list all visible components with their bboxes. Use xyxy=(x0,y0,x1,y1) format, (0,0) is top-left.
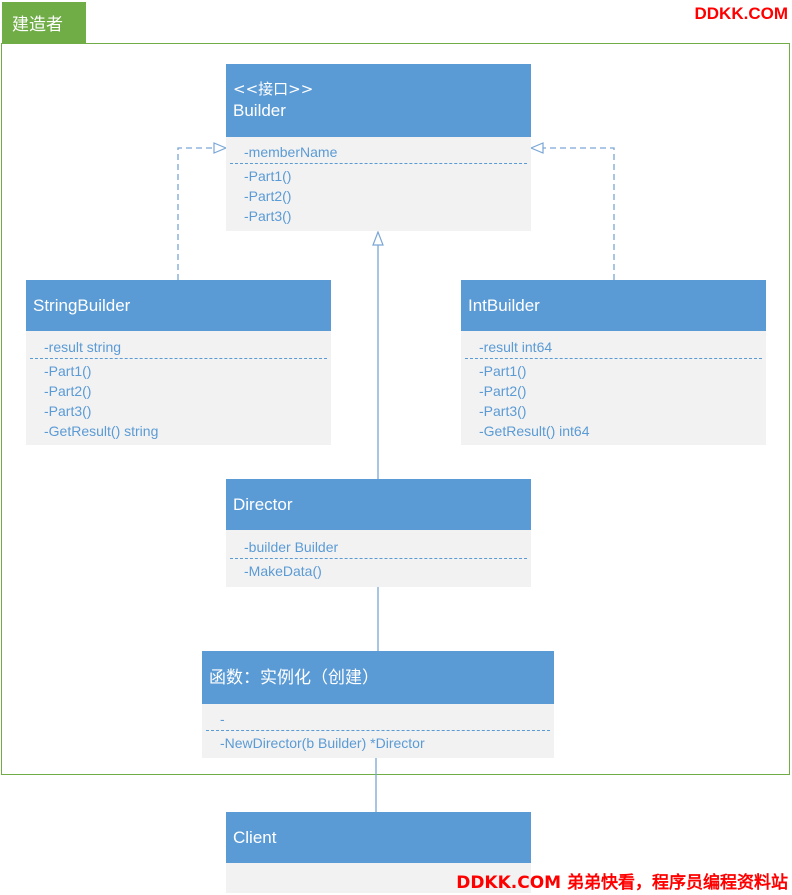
class-factory-name: 函数：实例化（创建） xyxy=(209,667,379,688)
realization-intbuilder-arrowhead xyxy=(529,142,544,154)
class-factory-separator xyxy=(206,730,550,731)
class-stringbuilder-header: StringBuilder xyxy=(26,280,331,331)
class-builder: <<接口>> Builder -memberName -Part1() -Par… xyxy=(226,64,531,231)
realization-stringbuilder-arrowhead xyxy=(213,142,228,154)
class-client: Client xyxy=(226,812,531,893)
director-builder-arrowhead xyxy=(372,230,384,246)
class-director-name: Director xyxy=(233,494,293,514)
class-factory-field: - xyxy=(220,711,225,727)
class-director-body: -builder Builder -MakeData() xyxy=(226,530,531,587)
class-intbuilder-method: -Part3() xyxy=(479,403,527,419)
class-stringbuilder-body: -result string -Part1() -Part2() -Part3(… xyxy=(26,331,331,445)
class-builder-method: -Part3() xyxy=(244,208,292,224)
class-stringbuilder-field: -result string xyxy=(44,339,122,355)
class-intbuilder-body: -result int64 -Part1() -Part2() -Part3()… xyxy=(461,331,766,445)
realization-stringbuilder-line xyxy=(177,147,218,280)
class-factory: 函数：实例化（创建） - -NewDirector(b Builder) *Di… xyxy=(202,651,554,758)
diagram-title: 建造者 xyxy=(12,15,63,35)
diagram-title-tab: 建造者 xyxy=(2,2,86,43)
class-builder-header: <<接口>> Builder xyxy=(226,64,531,137)
class-intbuilder-separator xyxy=(465,358,762,359)
class-client-header: Client xyxy=(226,812,531,863)
class-stringbuilder: StringBuilder -result string -Part1() -P… xyxy=(26,280,331,445)
class-intbuilder-method: -GetResult() int64 xyxy=(479,423,590,439)
class-client-name: Client xyxy=(233,827,277,847)
class-client-body xyxy=(226,863,531,893)
class-stringbuilder-name: StringBuilder xyxy=(33,295,131,315)
class-director-header: Director xyxy=(226,479,531,530)
class-stringbuilder-separator xyxy=(30,358,327,359)
class-builder-separator xyxy=(230,163,527,164)
class-stringbuilder-method: -Part1() xyxy=(44,363,92,379)
class-builder-stereotype: <<接口>> xyxy=(233,79,314,98)
class-intbuilder: IntBuilder -result int64 -Part1() -Part2… xyxy=(461,280,766,445)
watermark-top: DDKK.COM xyxy=(694,4,789,23)
class-director-field: -builder Builder xyxy=(244,539,339,555)
watermark-bottom: DDKK.COM 弟弟快看，程序员编程资料站 xyxy=(456,873,788,893)
class-builder-name: Builder xyxy=(233,100,286,120)
class-director-separator xyxy=(230,558,527,559)
class-stringbuilder-method: -Part2() xyxy=(44,383,92,399)
realization-intbuilder-line xyxy=(540,147,615,280)
class-director: Director -builder Builder -MakeData() xyxy=(226,479,531,587)
class-intbuilder-method: -Part1() xyxy=(479,363,527,379)
class-intbuilder-name: IntBuilder xyxy=(468,295,540,315)
package-frame xyxy=(1,43,790,775)
class-factory-header: 函数：实例化（创建） xyxy=(202,651,554,704)
class-director-method: -MakeData() xyxy=(244,563,322,579)
class-stringbuilder-method: -Part3() xyxy=(44,403,92,419)
class-factory-body: - -NewDirector(b Builder) *Director xyxy=(202,704,554,758)
class-builder-method: -Part2() xyxy=(244,188,292,204)
class-builder-field: -memberName xyxy=(244,144,338,160)
class-builder-body: -memberName -Part1() -Part2() -Part3() xyxy=(226,137,531,231)
class-builder-method: -Part1() xyxy=(244,168,292,184)
class-stringbuilder-method: -GetResult() string xyxy=(44,423,159,439)
class-intbuilder-field: -result int64 xyxy=(479,339,553,355)
class-intbuilder-method: -Part2() xyxy=(479,383,527,399)
class-intbuilder-header: IntBuilder xyxy=(461,280,766,331)
class-factory-method: -NewDirector(b Builder) *Director xyxy=(220,735,425,751)
